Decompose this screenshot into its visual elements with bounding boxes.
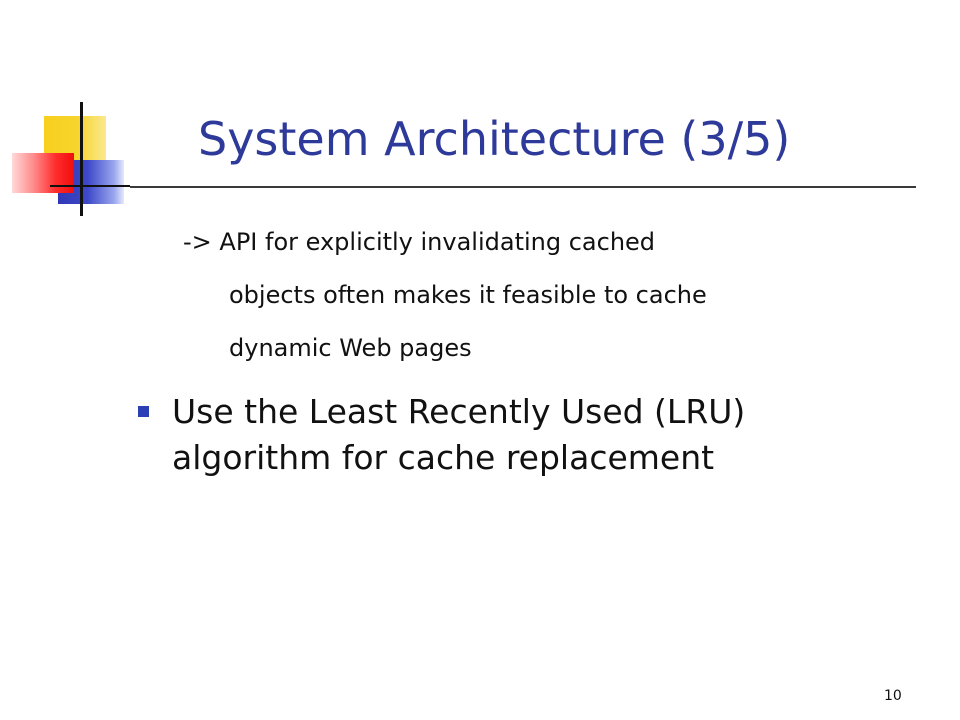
logo-red-square <box>12 153 74 193</box>
logo-horizontal-line <box>50 185 130 187</box>
bullet-square-icon <box>138 406 149 417</box>
corner-logo <box>0 90 140 220</box>
page-number: 10 <box>884 688 902 704</box>
sub-line: objects often makes it feasible to cache <box>229 281 707 309</box>
slide-title: System Architecture (3/5) <box>198 112 791 166</box>
title-divider <box>130 186 916 188</box>
sub-line: -> API for explicitly invalidating cache… <box>183 228 656 256</box>
sub-line: dynamic Web pages <box>229 334 472 362</box>
bullet-text: Use the Least Recently Used (LRU) algori… <box>172 392 746 477</box>
logo-vertical-line <box>80 102 83 216</box>
